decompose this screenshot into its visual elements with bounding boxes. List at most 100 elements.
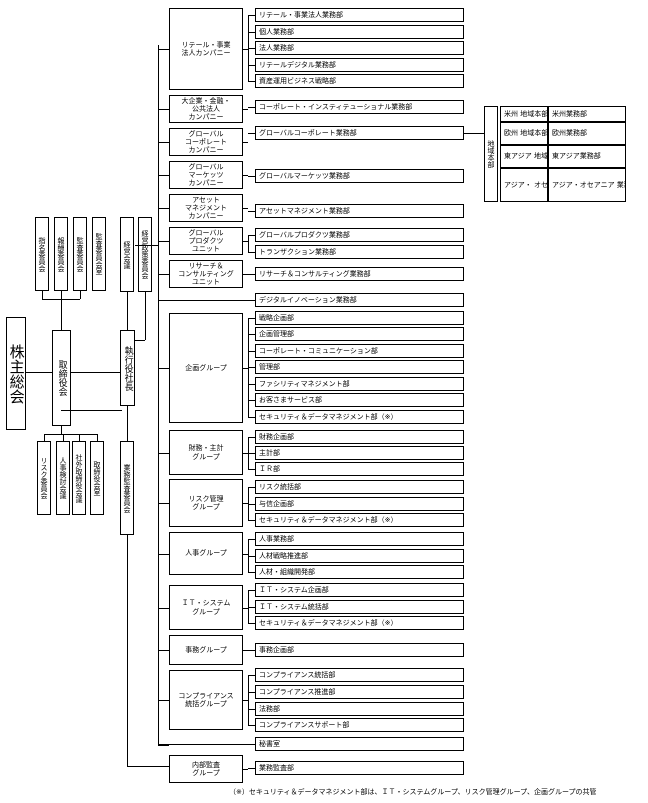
connector-line: [127, 535, 128, 766]
connector-line: [243, 769, 248, 770]
connector-line: [243, 274, 248, 275]
connector-line: [248, 607, 255, 608]
connector-line: [248, 351, 255, 352]
connector-line: [127, 292, 128, 330]
dept-box: コーポレート・インスティテューショナル業務部: [255, 100, 464, 114]
dept-box: 管理部: [255, 360, 464, 374]
dept-box: グローバルコーポレート業務部: [255, 126, 464, 140]
audit-committee-office-box: 監査委員会室: [92, 217, 106, 291]
dept-box: 業務監査部: [255, 761, 464, 775]
connector-line: [248, 768, 255, 769]
group-box: リスク管理 グループ: [169, 479, 243, 527]
regional-hq-box: 欧州 地域本部: [500, 122, 548, 145]
connector-line: [248, 176, 255, 177]
regional-hq-label-box: 地域本部: [484, 106, 498, 202]
connector-line: [135, 245, 158, 246]
regional-dept-box: 欧州業務部: [548, 122, 626, 145]
dept-box: 戦略企画部: [255, 311, 464, 325]
group-box: グローバル プロダクツ ユニット: [169, 227, 243, 255]
board-committee-box-0: リスク委員会: [37, 441, 51, 515]
connector-line: [243, 142, 248, 143]
shareholders-meeting-box: 株主総会: [6, 317, 26, 430]
group-box: リテール・事業 法人カンパニー: [169, 8, 243, 90]
dept-box: 秘書室: [255, 737, 464, 751]
regional-dept-box: アジア・オセアニア 業務部: [548, 168, 626, 202]
connector-line: [71, 372, 120, 373]
connector-line: [61, 299, 62, 330]
connector-line: [464, 133, 484, 134]
footnote: （※）セキュリティ＆データマネジメント部は、ＩＴ・システムグループ、リスク管理グ…: [229, 788, 597, 796]
connector-line: [158, 241, 169, 242]
group-box: 内部監査 グループ: [169, 755, 243, 783]
connector-line: [248, 675, 255, 676]
connector-line: [248, 539, 249, 572]
group-box: 企画グループ: [169, 313, 243, 423]
connector-line: [158, 745, 169, 746]
connector-line: [127, 406, 128, 441]
regional-hq-box: 米州 地域本部: [500, 106, 548, 122]
connector-line: [248, 384, 255, 385]
connector-line: [158, 175, 169, 176]
connector-line: [248, 590, 249, 623]
dept-box: セキュリティ＆データマネジメント部（※）: [255, 410, 464, 424]
connector-line: [243, 554, 248, 555]
committee-box-0: 指名委員会: [35, 217, 49, 291]
connector-line: [248, 437, 255, 438]
group-box: グローバル マーケッツ カンパニー: [169, 161, 243, 189]
group-box: 大企業・金融・ 公共法人 カンパニー: [169, 95, 243, 123]
regional-dept-box: 東アジア業務部: [548, 145, 626, 168]
board-of-directors-box: 取締役会: [52, 330, 71, 426]
dept-box: お客さまサービス部: [255, 393, 464, 407]
connector-line: [158, 608, 169, 609]
connector-line: [79, 434, 80, 441]
connector-line: [97, 434, 98, 441]
connector-line: [248, 417, 255, 418]
dept-box: トランザクション業務部: [255, 245, 464, 259]
connector-line: [158, 49, 169, 50]
connector-line: [158, 700, 169, 701]
dept-box: 人事業務部: [255, 532, 464, 546]
connector-line: [248, 334, 255, 335]
connector-line: [248, 211, 255, 212]
dept-box: ＩＴ・システム統括部: [255, 600, 464, 614]
dept-box: リスク統括部: [255, 480, 464, 494]
connector-line: [248, 133, 255, 134]
connector-line: [248, 235, 249, 252]
connector-line: [243, 208, 248, 209]
dept-box: 財務企画部: [255, 430, 464, 444]
dept-box: デジタルイノベーション業務部: [255, 293, 464, 307]
dept-box: 個人業務部: [255, 25, 464, 39]
connector-line: [248, 32, 255, 33]
group-box: 事務グループ: [169, 635, 243, 665]
regional-hq-box: アジア・ オセアニア 地域本部: [500, 168, 548, 202]
connector-line: [248, 487, 249, 520]
dept-box: ＩＲ部: [255, 462, 464, 476]
connector-line: [44, 434, 97, 435]
connector-line: [158, 274, 169, 275]
dept-box: 資産運用ビジネス戦略部: [255, 74, 464, 88]
dept-box: 与信企画部: [255, 497, 464, 511]
dept-box: 法務部: [255, 702, 464, 716]
group-box: コンプライアンス 統括グループ: [169, 670, 243, 730]
connector-line: [248, 318, 255, 319]
committee-box-2: 監査委員会: [73, 217, 87, 291]
dept-box: ファシリティマネジメント部: [255, 377, 464, 391]
connector-line: [158, 744, 255, 745]
group-box: アセット マネジメント カンパニー: [169, 194, 243, 222]
dept-box: コンプライアンス推進部: [255, 685, 464, 699]
connector-line: [243, 49, 248, 50]
connector-line: [248, 107, 255, 108]
group-box: リサーチ＆ コンサルティング ユニット: [169, 260, 243, 288]
connector-line: [127, 766, 169, 767]
connector-line: [243, 368, 248, 369]
connector-line: [248, 65, 255, 66]
connector-line: [248, 487, 255, 488]
board-committee-box-1: 人事検討会議: [56, 441, 70, 515]
connector-line: [243, 175, 248, 176]
connector-line: [158, 554, 169, 555]
connector-line: [248, 48, 255, 49]
connector-line: [243, 453, 248, 454]
connector-line: [248, 367, 255, 368]
connector-line: [80, 291, 81, 299]
